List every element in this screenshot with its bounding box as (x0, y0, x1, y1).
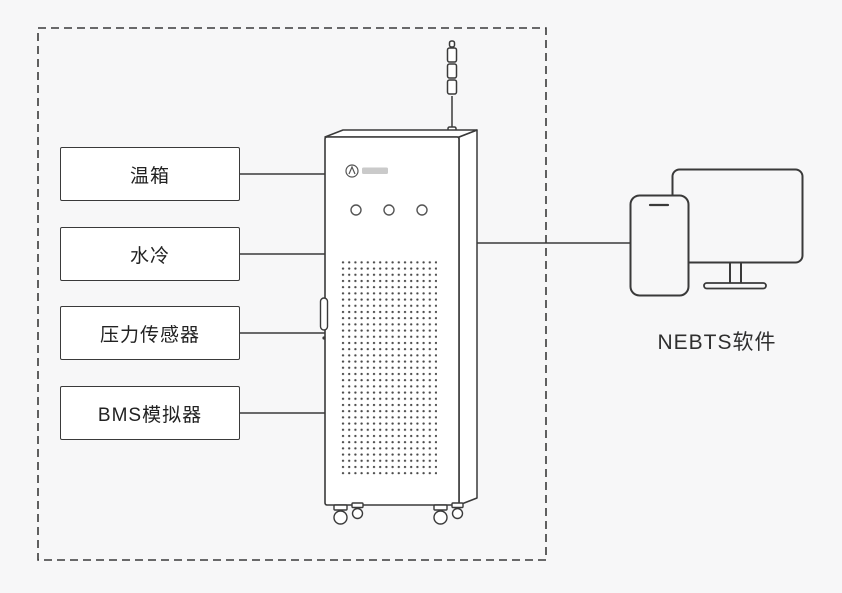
box-temperature-chamber: 温箱 (60, 147, 240, 201)
antenna-icon (446, 40, 458, 136)
door-handle (319, 297, 329, 340)
phone-icon (629, 194, 690, 297)
box-water-cooling: 水冷 (60, 227, 240, 281)
ventilation-grille (341, 258, 437, 478)
box-pressure-sensor-label: 压力传感器 (99, 324, 200, 346)
caster-wheels (333, 502, 464, 525)
system-boundary (37, 27, 547, 561)
test-cabinet-illustration (319, 129, 478, 525)
indicator-lights (350, 204, 428, 216)
software-label: NEBTS软件 (657, 331, 777, 354)
box-temperature-chamber-label: 温箱 (129, 165, 170, 187)
box-bms-simulator-label: BMS模拟器 (97, 404, 203, 426)
box-bms-simulator: BMS模拟器 (60, 386, 240, 440)
box-water-cooling-label: 水冷 (129, 245, 170, 267)
connector-lines-left (240, 173, 325, 414)
monitor-icon (671, 168, 804, 290)
brand-logo (345, 164, 388, 178)
box-pressure-sensor: 压力传感器 (60, 306, 240, 360)
